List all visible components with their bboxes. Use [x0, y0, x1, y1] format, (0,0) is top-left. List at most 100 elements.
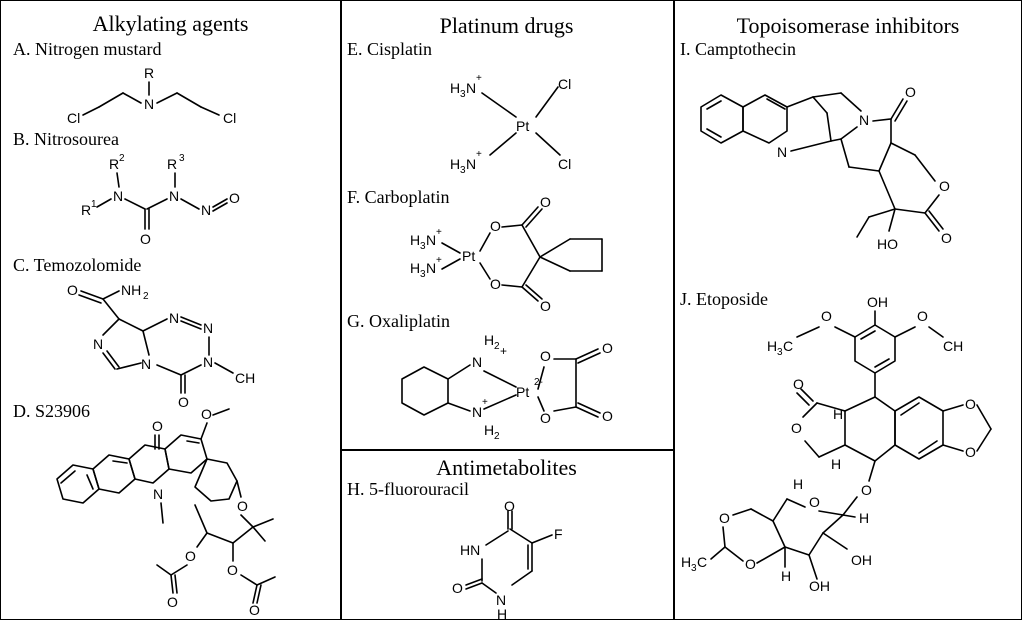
svg-text:CH: CH	[235, 370, 255, 386]
svg-text:2: 2	[494, 431, 500, 442]
structure-temozolomide: NH2 O N N N N N CH2 O	[67, 282, 255, 410]
svg-text:O: O	[941, 230, 952, 246]
svg-text:OH: OH	[809, 578, 830, 594]
label-cisplatin: E. Cisplatin	[347, 39, 432, 59]
svg-text:2: 2	[494, 341, 500, 352]
svg-text:H: H	[497, 606, 507, 622]
svg-text:HO: HO	[877, 236, 898, 252]
svg-text:O: O	[540, 298, 551, 314]
svg-text:N: N	[426, 232, 436, 248]
svg-text:CH: CH	[943, 338, 963, 354]
svg-text:O: O	[939, 178, 950, 194]
svg-text:3: 3	[460, 89, 466, 100]
svg-text:O: O	[540, 410, 551, 426]
svg-text:O: O	[167, 594, 178, 610]
svg-text:H: H	[410, 232, 420, 248]
svg-text:N: N	[169, 310, 179, 326]
svg-text:R: R	[144, 65, 154, 81]
svg-text:N: N	[777, 144, 787, 160]
svg-text:O: O	[237, 498, 248, 514]
svg-text:O: O	[504, 498, 515, 514]
svg-text:O: O	[917, 308, 928, 324]
svg-text:O: O	[540, 348, 551, 364]
svg-text:1: 1	[91, 199, 97, 210]
svg-text:+: +	[476, 73, 482, 84]
label-5-fluorouracil: H. 5-fluorouracil	[347, 479, 469, 499]
svg-text:O: O	[185, 548, 196, 564]
svg-text:N: N	[141, 356, 151, 372]
panel-title-platinum: Platinum drugs	[439, 13, 574, 38]
svg-text:N: N	[472, 354, 482, 370]
svg-text:H: H	[833, 406, 843, 422]
svg-text:N: N	[496, 592, 506, 608]
svg-text:O: O	[745, 556, 756, 572]
svg-text:H: H	[484, 332, 494, 348]
svg-text:O: O	[140, 231, 151, 247]
svg-text:H: H	[410, 260, 420, 276]
svg-text:+: +	[500, 344, 507, 358]
divider-platinum-antimetabolites	[340, 449, 673, 451]
svg-text:H: H	[450, 156, 460, 172]
svg-text:+: +	[482, 397, 488, 408]
svg-text:O: O	[809, 494, 820, 510]
svg-text:C: C	[697, 554, 707, 570]
svg-text:O: O	[490, 218, 501, 234]
svg-text:HN: HN	[460, 542, 480, 558]
svg-text:Pt: Pt	[516, 118, 529, 134]
svg-text:O: O	[602, 408, 613, 424]
svg-text:N: N	[144, 96, 154, 112]
structure-s23906: O N O O O O O O	[56, 406, 276, 618]
svg-text:O: O	[793, 376, 804, 392]
svg-text:N: N	[93, 336, 103, 352]
label-s23906: D. S23906	[13, 401, 91, 421]
svg-text:+: +	[436, 227, 442, 238]
label-nitrosourea: B. Nitrosourea	[13, 129, 119, 149]
svg-text:H: H	[767, 338, 777, 354]
svg-text:R: R	[109, 156, 119, 172]
svg-text:H: H	[859, 510, 869, 526]
svg-text:R: R	[167, 156, 177, 172]
svg-text:N: N	[472, 404, 482, 420]
svg-text:O: O	[490, 276, 501, 292]
svg-text:O: O	[540, 194, 551, 210]
svg-text:O: O	[821, 308, 832, 324]
svg-text:2: 2	[143, 291, 149, 302]
svg-text:NH: NH	[121, 282, 141, 298]
structure-camptothecin: N N O O O HO	[700, 84, 952, 252]
panel-title-topoisomerase: Topoisomerase inhibitors	[736, 13, 960, 38]
svg-text:N: N	[153, 486, 163, 502]
svg-text:H: H	[831, 456, 841, 472]
label-nitrogen-mustard: A. Nitrogen mustard	[13, 39, 162, 59]
svg-text:Pt: Pt	[462, 248, 475, 264]
svg-text:O: O	[67, 282, 78, 298]
svg-text:Pt: Pt	[516, 384, 529, 400]
svg-text:N: N	[203, 320, 213, 336]
label-temozolomide: C. Temozolomide	[13, 255, 142, 275]
label-etoposide: J. Etoposide	[680, 289, 768, 309]
divider-right	[673, 1, 675, 619]
svg-text:O: O	[719, 510, 730, 526]
structure-5-fluorouracil: O F N H O HN	[452, 498, 563, 622]
svg-text:C: C	[783, 338, 793, 354]
svg-text:H: H	[793, 476, 803, 492]
label-camptothecin: I. Camptothecin	[680, 39, 796, 59]
svg-text:3: 3	[691, 563, 697, 574]
svg-text:OH: OH	[851, 552, 872, 568]
svg-text:H: H	[484, 422, 494, 438]
svg-text:Cl: Cl	[558, 76, 571, 92]
svg-text:O: O	[229, 190, 240, 206]
svg-text:N: N	[466, 80, 476, 96]
label-carboplatin: F. Carboplatin	[347, 187, 450, 207]
svg-text:Cl: Cl	[558, 156, 571, 172]
svg-text:O: O	[249, 602, 260, 618]
svg-text:N: N	[113, 188, 123, 204]
svg-text:F: F	[554, 526, 563, 542]
svg-text:Cl: Cl	[223, 110, 236, 126]
svg-text:O: O	[965, 444, 976, 460]
svg-text:N: N	[426, 260, 436, 276]
